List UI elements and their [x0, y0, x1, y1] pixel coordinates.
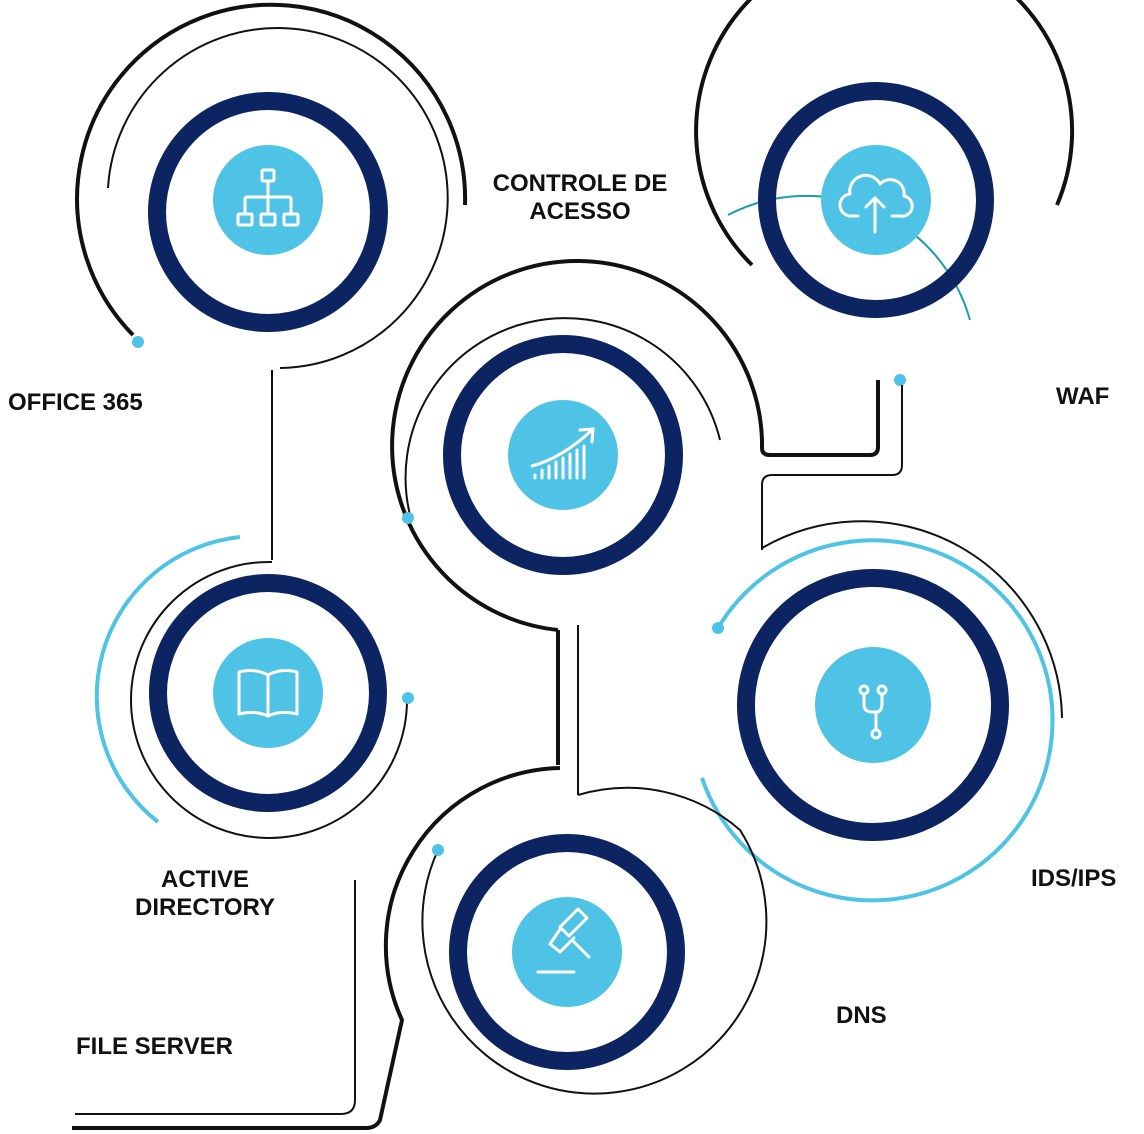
active-dot [402, 692, 414, 704]
label-active-line1: ACTIVE [160, 866, 249, 893]
center-icon-bg [508, 400, 618, 510]
center-outer-arc [390, 259, 880, 632]
fork-connector-icon [858, 684, 888, 740]
label-active-line2: DIRECTORY [134, 894, 275, 921]
active-navy-ring [149, 574, 387, 812]
node-center [390, 259, 880, 632]
ids-navy-ring [737, 569, 1009, 841]
active-outer-blue-arc [94, 535, 241, 824]
node-office365 [75, 2, 468, 369]
ids-blue-arc [700, 538, 1055, 903]
waf-navy-ring [758, 82, 994, 318]
center-dot [402, 512, 414, 524]
dns-dot [432, 844, 444, 856]
dns-outer-arc [72, 766, 561, 1130]
dns-navy-ring [449, 834, 685, 1070]
ids-icon-bg [815, 647, 931, 763]
dns-icon-bg [512, 897, 622, 1007]
label-office365: OFFICE 365 [8, 389, 143, 416]
label-dns: DNS [836, 1002, 887, 1029]
node-ids-ips [700, 520, 1063, 903]
gavel-icon [536, 907, 591, 974]
waf-outer-arc [694, 0, 1075, 267]
growth-chart-icon [530, 427, 595, 480]
office365-inner-ring [107, 27, 449, 369]
cloud-upload-icon [838, 173, 914, 234]
label-file-server: FILE SERVER [76, 1033, 233, 1060]
node-active-directory [94, 535, 414, 839]
office365-outer-arc [75, 2, 468, 337]
node-dns [72, 766, 768, 1130]
center-inner-arc [404, 317, 721, 516]
label-controle-line1: CONTROLE DE [492, 170, 668, 197]
ids-dot [712, 622, 724, 634]
label-controle-acesso: CONTROLE DE ACESSO [470, 170, 690, 226]
file-server-line [75, 880, 356, 1115]
waf-dot [894, 374, 906, 386]
ids-outer-arc [761, 520, 1063, 719]
label-controle-line2: ACESSO [529, 198, 631, 225]
office365-navy-ring [148, 92, 388, 332]
label-waf: WAF [1056, 383, 1110, 410]
open-book-icon [237, 669, 299, 718]
active-inner-ring [130, 560, 408, 839]
label-active-directory: ACTIVE DIRECTORY [100, 866, 310, 922]
center-navy-ring [443, 335, 683, 575]
dns-inner-ring [421, 786, 768, 1095]
node-waf [694, 0, 1075, 386]
label-ids-ips: IDS/IPS [1031, 865, 1117, 892]
connector-waf-ids [761, 385, 903, 550]
office365-dot [132, 336, 144, 348]
network-hierarchy-icon [236, 168, 300, 227]
